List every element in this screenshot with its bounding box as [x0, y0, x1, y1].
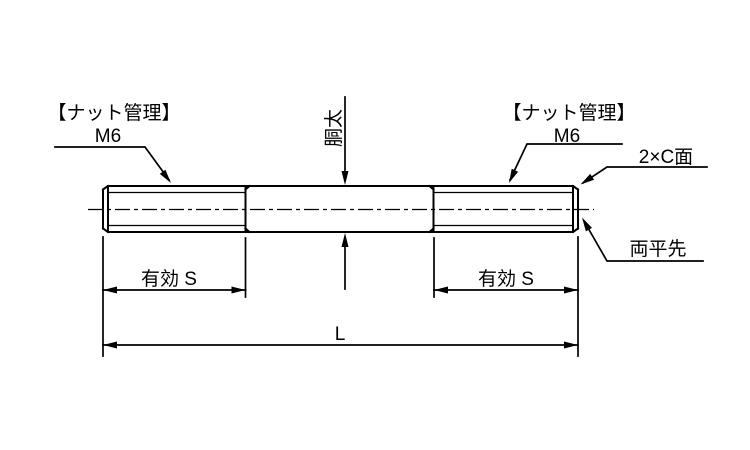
dimension-label-S-right: 有効 S	[478, 268, 534, 290]
callout-chamfer: 2×C面	[580, 147, 708, 185]
leader-flat-point	[582, 219, 704, 262]
arrowhead-chamfer	[580, 173, 595, 185]
dimension-label-S-left: 有効 S	[141, 268, 197, 290]
left-thread-size: M6	[95, 126, 121, 147]
arrowhead-flat-point	[582, 217, 592, 232]
chamfer-label: 2×C面	[639, 147, 693, 168]
callout-right-thread: 【ナット管理】 M6	[502, 102, 636, 183]
arrowhead-L-left	[103, 341, 117, 349]
body-label: 胴太	[323, 109, 345, 147]
flat-point-label: 両平先	[629, 238, 686, 260]
arrowhead-left-thread	[159, 169, 171, 183]
left-thread-title: 【ナット管理】	[47, 102, 180, 124]
callout-left-thread: 【ナット管理】 M6	[47, 102, 181, 183]
arrowhead-L-right	[564, 341, 578, 349]
right-thread-size: M6	[554, 126, 580, 147]
right-thread-title: 【ナット管理】	[502, 102, 635, 124]
dimension-body-diameter: 胴太	[323, 96, 349, 290]
dimension-effective-left: 有効 S	[102, 237, 247, 298]
leader-left-thread	[54, 146, 171, 182]
arrowhead-S-right-a	[434, 286, 448, 294]
arrowhead-body-top	[341, 171, 349, 185]
thread-root-lines	[107, 191, 574, 227]
dimension-label-L: L	[335, 324, 346, 345]
extension-lines-L	[102, 236, 579, 357]
arrowhead-right-thread	[509, 168, 519, 183]
callout-flat-point: 両平先	[582, 217, 704, 262]
arrowhead-body-bottom	[341, 233, 349, 247]
arrowhead-S-right-b	[564, 286, 578, 294]
arrowhead-S-left-b	[231, 286, 246, 294]
leader-right-thread	[508, 143, 623, 182]
dimension-overall-length: L	[102, 236, 579, 357]
dimension-effective-right: 有効 S	[433, 237, 579, 298]
leader-chamfer	[581, 166, 708, 185]
arrowhead-S-left-a	[103, 286, 117, 294]
